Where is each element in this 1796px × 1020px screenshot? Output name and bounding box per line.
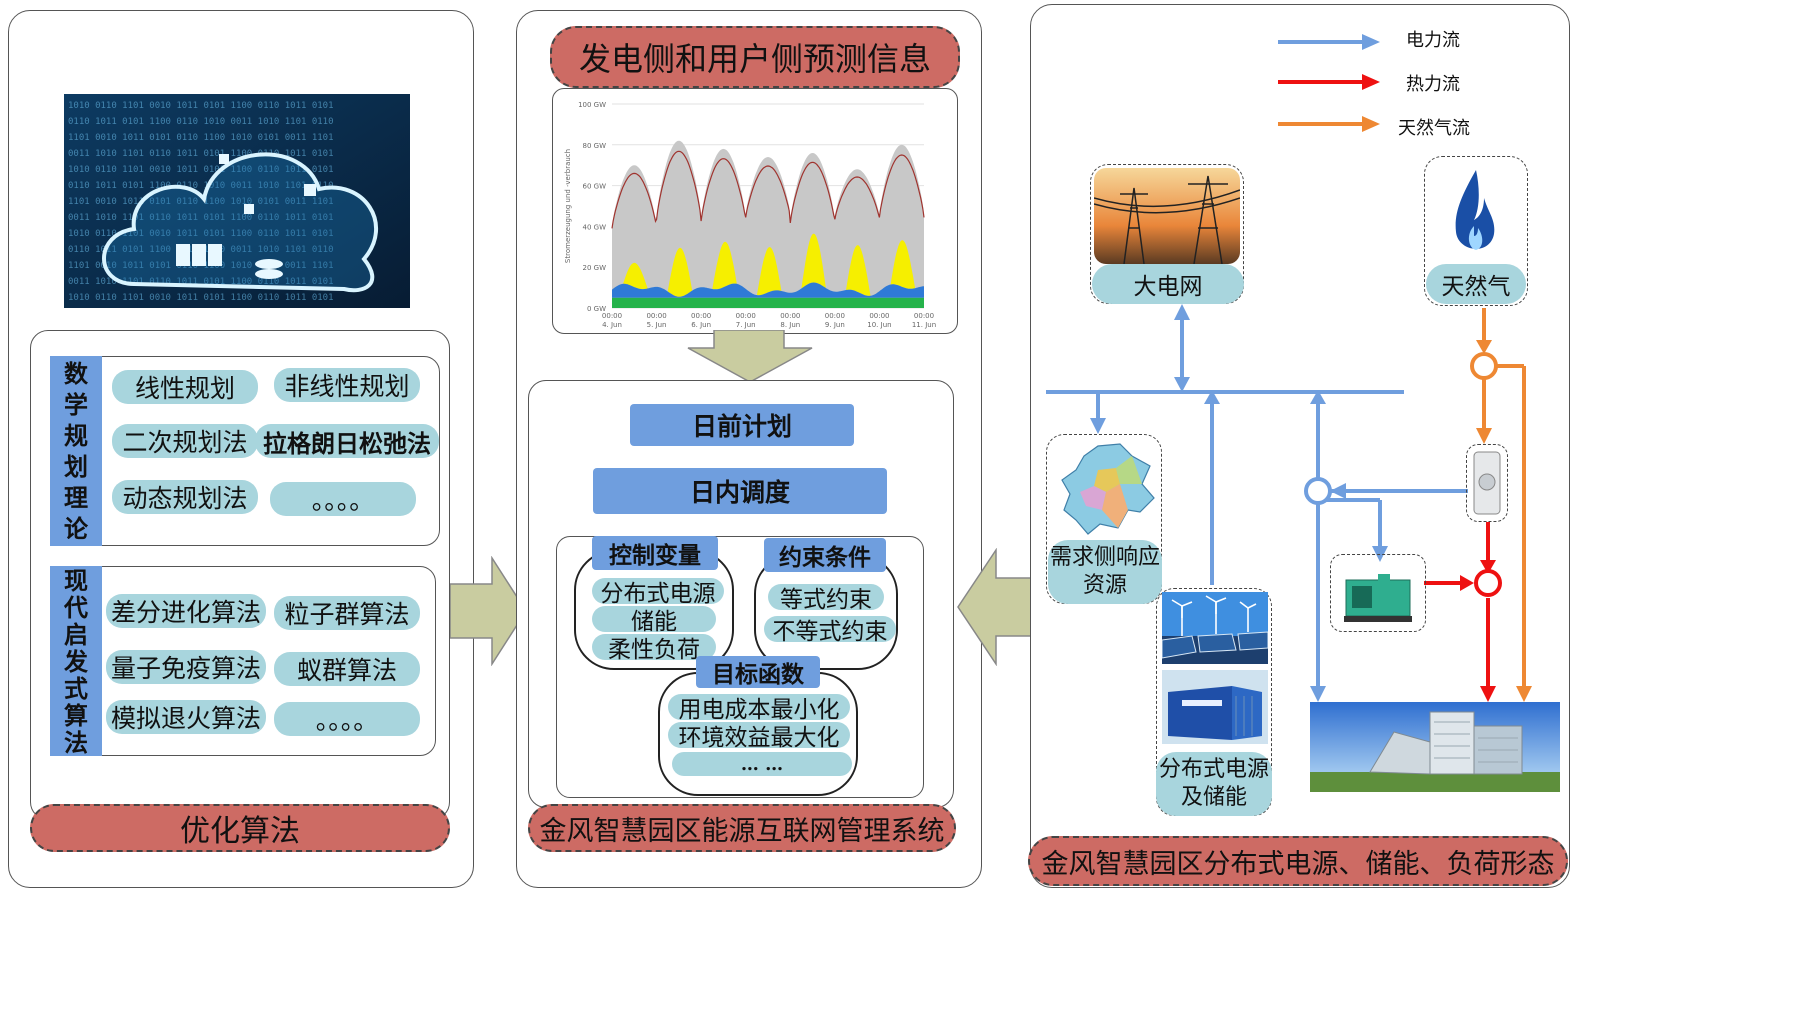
boiler-node [1466, 444, 1508, 522]
gas-generator-icon [1344, 574, 1412, 622]
optimization-footer: 优化算法 [30, 804, 450, 852]
y-tick-label: 80 GW [583, 142, 607, 150]
control-var-storage: 储能 [592, 606, 716, 635]
x-tick-date: 5. Jun [647, 321, 667, 329]
dg-label: 分布式电源 及储能 [1156, 752, 1272, 816]
region-map-image [1061, 443, 1155, 535]
quadratic-programming: 二次规划法 [112, 424, 258, 458]
transmission-tower-image [1094, 168, 1240, 264]
svg-text:1010 0110 1101 0010 1011 0101: 1010 0110 1101 0010 1011 0101 1100 0110 … [68, 165, 334, 175]
demand-label: 需求侧响应 资源 [1048, 540, 1162, 604]
svg-text:1101 0010 1011 0101 0110 1100: 1101 0010 1011 0101 0110 1100 1010 0101 … [68, 133, 334, 143]
base-generation-area [612, 297, 924, 308]
math-more: 。。。。 [270, 482, 416, 516]
x-tick-time: 00:00 [780, 312, 800, 320]
y-tick-label: 100 GW [578, 101, 606, 109]
svg-text:1010 0110 1101 0010 1011 0101: 1010 0110 1101 0010 1011 0101 1100 0110 … [68, 229, 334, 239]
grid-label: 大电网 [1092, 264, 1244, 304]
consumption-area [612, 140, 924, 308]
x-tick-date: 4. Jun [602, 321, 622, 329]
boiler-icon [1473, 451, 1501, 515]
ant-colony: 蚁群算法 [274, 652, 420, 686]
control-var-flexible-load: 柔性负荷 [592, 634, 716, 663]
x-tick-date: 10. Jun [867, 321, 891, 329]
y-tick-label: 20 GW [583, 264, 607, 272]
arrow-down-icon [687, 330, 813, 383]
x-tick-time: 00:00 [602, 312, 622, 320]
lagrangian-relaxation: 拉格朗日松弛法 [255, 424, 439, 458]
heuristic-label: 现 代 启 发 式 算 法 [50, 566, 102, 756]
svg-text:0011 1010 1101 0110 1011 0101: 0011 1010 1101 0110 1011 0101 1100 0110 … [68, 213, 334, 223]
svg-text:0110 1011 0101 1100 0110 1010: 0110 1011 0101 1100 0110 1010 0011 1010 … [68, 117, 334, 127]
objective-env-max: 环境效益最大化 [668, 722, 850, 751]
svg-text:0011 1010 1101 0110 1011 0101: 0011 1010 1101 0110 1011 0101 1100 0110 … [68, 277, 334, 287]
x-tick-time: 00:00 [914, 312, 934, 320]
y-tick-label: 40 GW [583, 223, 607, 231]
x-tick-date: 9. Jun [825, 321, 845, 329]
dynamic-programming: 动态规划法 [112, 480, 258, 514]
linear-programming: 线性规划 [112, 370, 258, 404]
svg-text:1010 0110 1101 0010 1011 0101: 1010 0110 1101 0010 1011 0101 1100 0110 … [68, 293, 334, 303]
svg-text:1010 0110 1101 0010 1011 0101: 1010 0110 1101 0010 1011 0101 1100 0110 … [68, 101, 334, 111]
x-tick-time: 00:00 [825, 312, 845, 320]
x-tick-time: 00:00 [691, 312, 711, 320]
nonlinear-programming: 非线性规划 [274, 368, 420, 402]
heuristic-more: 。。。。 [274, 702, 420, 736]
legend-heat: 热力流 [1406, 74, 1460, 95]
objective-more: … … [672, 752, 852, 776]
x-tick-date: 7. Jun [736, 321, 756, 329]
y-tick-label: 60 GW [583, 183, 607, 191]
particle-swarm: 粒子群算法 [274, 596, 420, 630]
cloud-computing-image: 1010 0110 1101 0010 1011 0101 1100 0110 … [64, 94, 410, 308]
forecast-header: 发电侧和用户侧预测信息 [550, 26, 960, 88]
legend-arrows [1278, 34, 1380, 132]
intraday-dispatch: 日内调度 [593, 468, 887, 514]
x-tick-date: 8. Jun [780, 321, 800, 329]
x-tick-time: 00:00 [869, 312, 889, 320]
x-tick-time: 00:00 [736, 312, 756, 320]
gas-node [1424, 156, 1528, 306]
arrow-left-icon [957, 548, 1034, 666]
y-tick-label: 0 GW [587, 305, 606, 313]
control-var-dg: 分布式电源 [592, 578, 724, 607]
consumption-line [611, 150, 925, 229]
day-ahead-plan: 日前计划 [630, 404, 854, 446]
quantum-immune: 量子免疫算法 [106, 650, 266, 684]
objective-cost-min: 用电成本最小化 [668, 694, 850, 723]
constraints-title: 约束条件 [764, 538, 886, 572]
math-programming-label: 数 学 规 划 理 论 [50, 356, 102, 546]
legend-electric: 电力流 [1406, 30, 1460, 51]
flame-icon [1455, 170, 1495, 250]
legend-gas: 天然气流 [1398, 118, 1470, 139]
svg-text:0011 1010 1101 0110 1011 0101: 0011 1010 1101 0110 1011 0101 1100 0110 … [68, 149, 334, 159]
wind-area [612, 282, 924, 298]
wind-solar-image [1162, 592, 1268, 664]
gas-label: 天然气 [1426, 264, 1526, 304]
solar-area [612, 233, 924, 297]
storage-container-image [1162, 670, 1268, 744]
simulated-annealing: 模拟退火算法 [106, 700, 266, 734]
control-vars-title: 控制变量 [592, 536, 718, 570]
energy-flow-diagram [1046, 304, 1532, 702]
svg-text:1101 0010 1011 0101 0110 1100: 1101 0010 1011 0101 0110 1100 1010 0101 … [68, 197, 334, 207]
distribution-footer: 金风智慧园区分布式电源、储能、负荷形态 [1028, 836, 1568, 886]
inequality-constraints: 不等式约束 [764, 616, 896, 645]
equality-constraints: 等式约束 [768, 584, 884, 613]
differential-evolution: 差分进化算法 [106, 594, 266, 628]
x-tick-date: 11. Jun [912, 321, 936, 329]
x-tick-time: 00:00 [646, 312, 666, 320]
svg-text:0110 1011 0101 1100 0110 1010: 0110 1011 0101 1100 0110 1010 0011 1010 … [68, 181, 334, 191]
y-axis-label: Stromerzeugung und -verbrauch [564, 149, 572, 263]
forecast-chart: 100 GW 80 GW 60 GW 40 GW 20 GW 0 GW Stromerzeu… [564, 101, 936, 329]
management-footer: 金风智慧园区能源互联网管理系统 [528, 804, 956, 852]
constraints-group [754, 554, 898, 670]
generator-node [1330, 554, 1426, 632]
campus-building-image [1310, 702, 1560, 792]
objective-title: 目标函数 [696, 656, 820, 688]
arrow-right-icon [450, 556, 527, 666]
x-tick-date: 6. Jun [691, 321, 711, 329]
